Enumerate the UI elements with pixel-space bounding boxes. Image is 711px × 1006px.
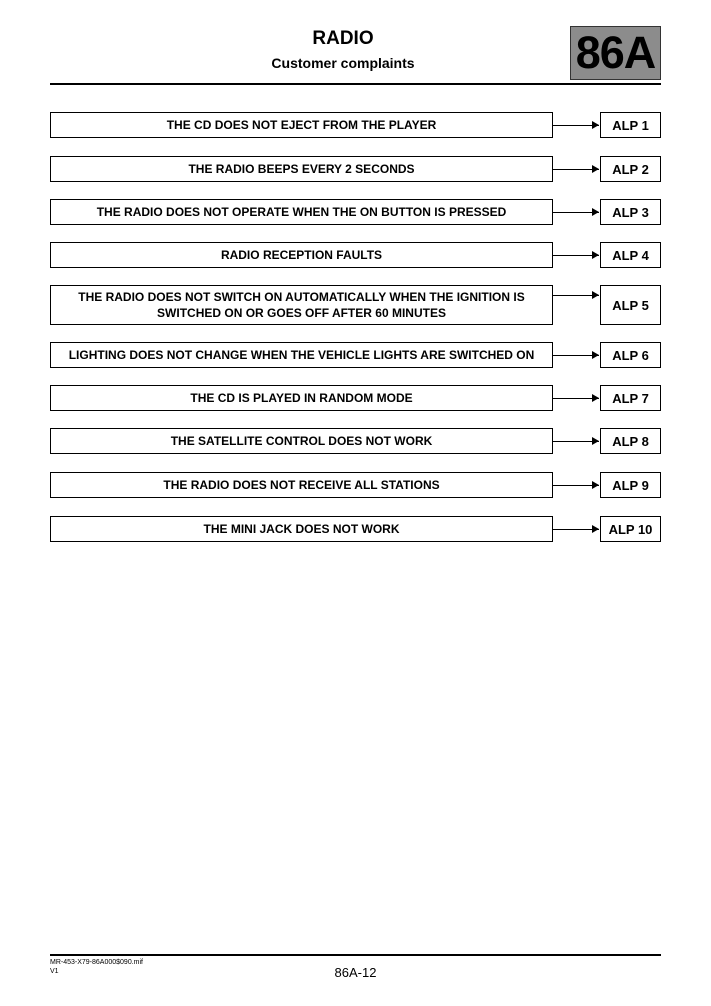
alp-link[interactable]: ALP 5 — [600, 285, 661, 325]
alp-link[interactable]: ALP 7 — [600, 385, 661, 411]
alp-link[interactable]: ALP 6 — [600, 342, 661, 368]
alp-link[interactable]: ALP 10 — [600, 516, 661, 542]
complaint-row: THE CD IS PLAYED IN RANDOM MODE ALP 7 — [50, 385, 661, 411]
alp-link[interactable]: ALP 4 — [600, 242, 661, 268]
complaint-box: RADIO RECEPTION FAULTS — [50, 242, 553, 268]
complaint-row: THE SATELLITE CONTROL DOES NOT WORK ALP 8 — [50, 428, 661, 454]
complaint-row: THE RADIO DOES NOT RECEIVE ALL STATIONS A… — [50, 472, 661, 498]
footer-divider — [50, 954, 661, 956]
complaint-row: THE RADIO DOES NOT SWITCH ON AUTOMATICAL… — [50, 285, 661, 325]
arrow-icon — [553, 208, 599, 216]
complaint-box: THE RADIO DOES NOT OPERATE WHEN THE ON B… — [50, 199, 553, 225]
alp-link[interactable]: ALP 3 — [600, 199, 661, 225]
complaint-row: THE RADIO BEEPS EVERY 2 SECONDS ALP 2 — [50, 156, 661, 182]
alp-link[interactable]: ALP 8 — [600, 428, 661, 454]
page-title: RADIO — [312, 28, 374, 49]
alp-link[interactable]: ALP 9 — [600, 472, 661, 498]
arrow-icon — [553, 165, 599, 173]
complaint-row: THE CD DOES NOT EJECT FROM THE PLAYER ALP… — [50, 112, 661, 138]
arrow-icon — [553, 394, 599, 402]
complaint-row: THE MINI JACK DOES NOT WORK ALP 10 — [50, 516, 661, 542]
complaint-row: RADIO RECEPTION FAULTS ALP 4 — [50, 242, 661, 268]
complaint-box: THE CD IS PLAYED IN RANDOM MODE — [50, 385, 553, 411]
complaint-box: THE MINI JACK DOES NOT WORK — [50, 516, 553, 542]
arrow-icon — [553, 291, 599, 299]
complaint-box: THE CD DOES NOT EJECT FROM THE PLAYER — [50, 112, 553, 138]
complaint-box: THE RADIO BEEPS EVERY 2 SECONDS — [50, 156, 553, 182]
complaint-row: THE RADIO DOES NOT OPERATE WHEN THE ON B… — [50, 199, 661, 225]
header-divider — [50, 83, 661, 85]
footer-reference: MR-453-X79-86A000$090.mif V1 — [50, 958, 143, 976]
arrow-icon — [553, 251, 599, 259]
alp-link[interactable]: ALP 1 — [600, 112, 661, 138]
arrow-icon — [553, 525, 599, 533]
arrow-icon — [553, 351, 599, 359]
page-number: 86A-12 — [334, 965, 377, 980]
arrow-icon — [553, 437, 599, 445]
doc-ref: MR-453-X79-86A000$090.mif — [50, 959, 143, 966]
page-subtitle: Customer complaints — [271, 55, 415, 71]
arrow-icon — [553, 121, 599, 129]
complaint-box: THE RADIO DOES NOT SWITCH ON AUTOMATICAL… — [50, 285, 553, 325]
complaint-row: LIGHTING DOES NOT CHANGE WHEN THE VEHICL… — [50, 342, 661, 368]
doc-version: V1 — [50, 968, 59, 975]
section-badge: 86A — [570, 26, 661, 80]
alp-link[interactable]: ALP 2 — [600, 156, 661, 182]
complaint-box: THE RADIO DOES NOT RECEIVE ALL STATIONS — [50, 472, 553, 498]
arrow-icon — [553, 481, 599, 489]
complaint-box: THE SATELLITE CONTROL DOES NOT WORK — [50, 428, 553, 454]
complaint-box: LIGHTING DOES NOT CHANGE WHEN THE VEHICL… — [50, 342, 553, 368]
